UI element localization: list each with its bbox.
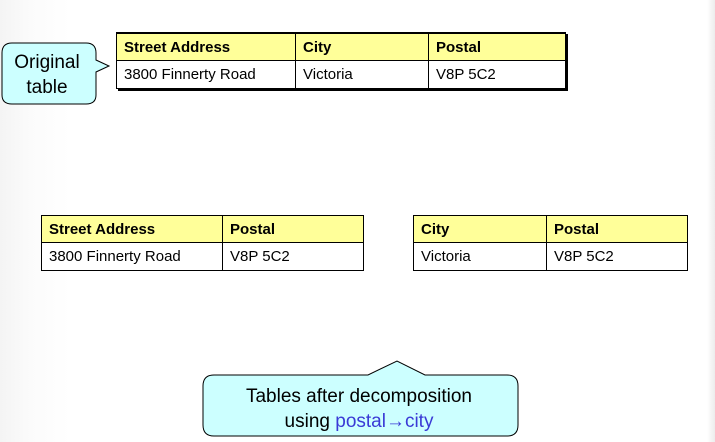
arrow-right-icon: →: [385, 411, 405, 432]
header-postal: Postal: [546, 215, 688, 243]
header-city: City: [413, 215, 547, 243]
decomposed-table-street-postal: Street Address Postal 3800 Finnerty Road…: [41, 215, 364, 271]
callout-original-line2: table: [26, 77, 68, 98]
table-row: Victoria V8P 5C2: [413, 242, 688, 271]
slide-edge: [707, 0, 715, 442]
callout-decomposition-text: Tables after decomposition using postal→…: [202, 384, 516, 434]
fd-right-label: city: [404, 411, 434, 432]
callout-original-text: Original table: [2, 50, 92, 100]
cell-postal: V8P 5C2: [546, 242, 688, 271]
decomposed-table-city-postal: City Postal Victoria V8P 5C2: [413, 215, 688, 271]
table-header-row: Street Address City Postal: [116, 32, 566, 61]
callout-decomposition-prefix: using: [284, 411, 336, 432]
header-street-address: Street Address: [116, 32, 296, 61]
table-row: 3800 Finnerty Road Victoria V8P 5C2: [116, 60, 566, 89]
header-city: City: [295, 32, 429, 61]
callout-original-line1: Original: [14, 52, 80, 73]
cell-postal: V8P 5C2: [222, 242, 364, 271]
callout-decomposition-line2: using postal→city: [202, 409, 516, 434]
cell-city: Victoria: [295, 60, 429, 89]
table-header-row: City Postal: [413, 215, 688, 243]
table-row: 3800 Finnerty Road V8P 5C2: [41, 242, 364, 271]
header-street-address: Street Address: [41, 215, 223, 243]
cell-city: Victoria: [413, 242, 547, 271]
table-header-row: Street Address Postal: [41, 215, 364, 243]
callout-decomposition-line1: Tables after decomposition: [245, 386, 472, 407]
original-table: Street Address City Postal 3800 Finnerty…: [116, 32, 566, 89]
fd-left-label: postal: [335, 411, 386, 432]
header-postal: Postal: [222, 215, 364, 243]
cell-street-address: 3800 Finnerty Road: [116, 60, 296, 89]
cell-postal: V8P 5C2: [428, 60, 566, 89]
cell-street-address: 3800 Finnerty Road: [41, 242, 223, 271]
header-postal: Postal: [428, 32, 566, 61]
